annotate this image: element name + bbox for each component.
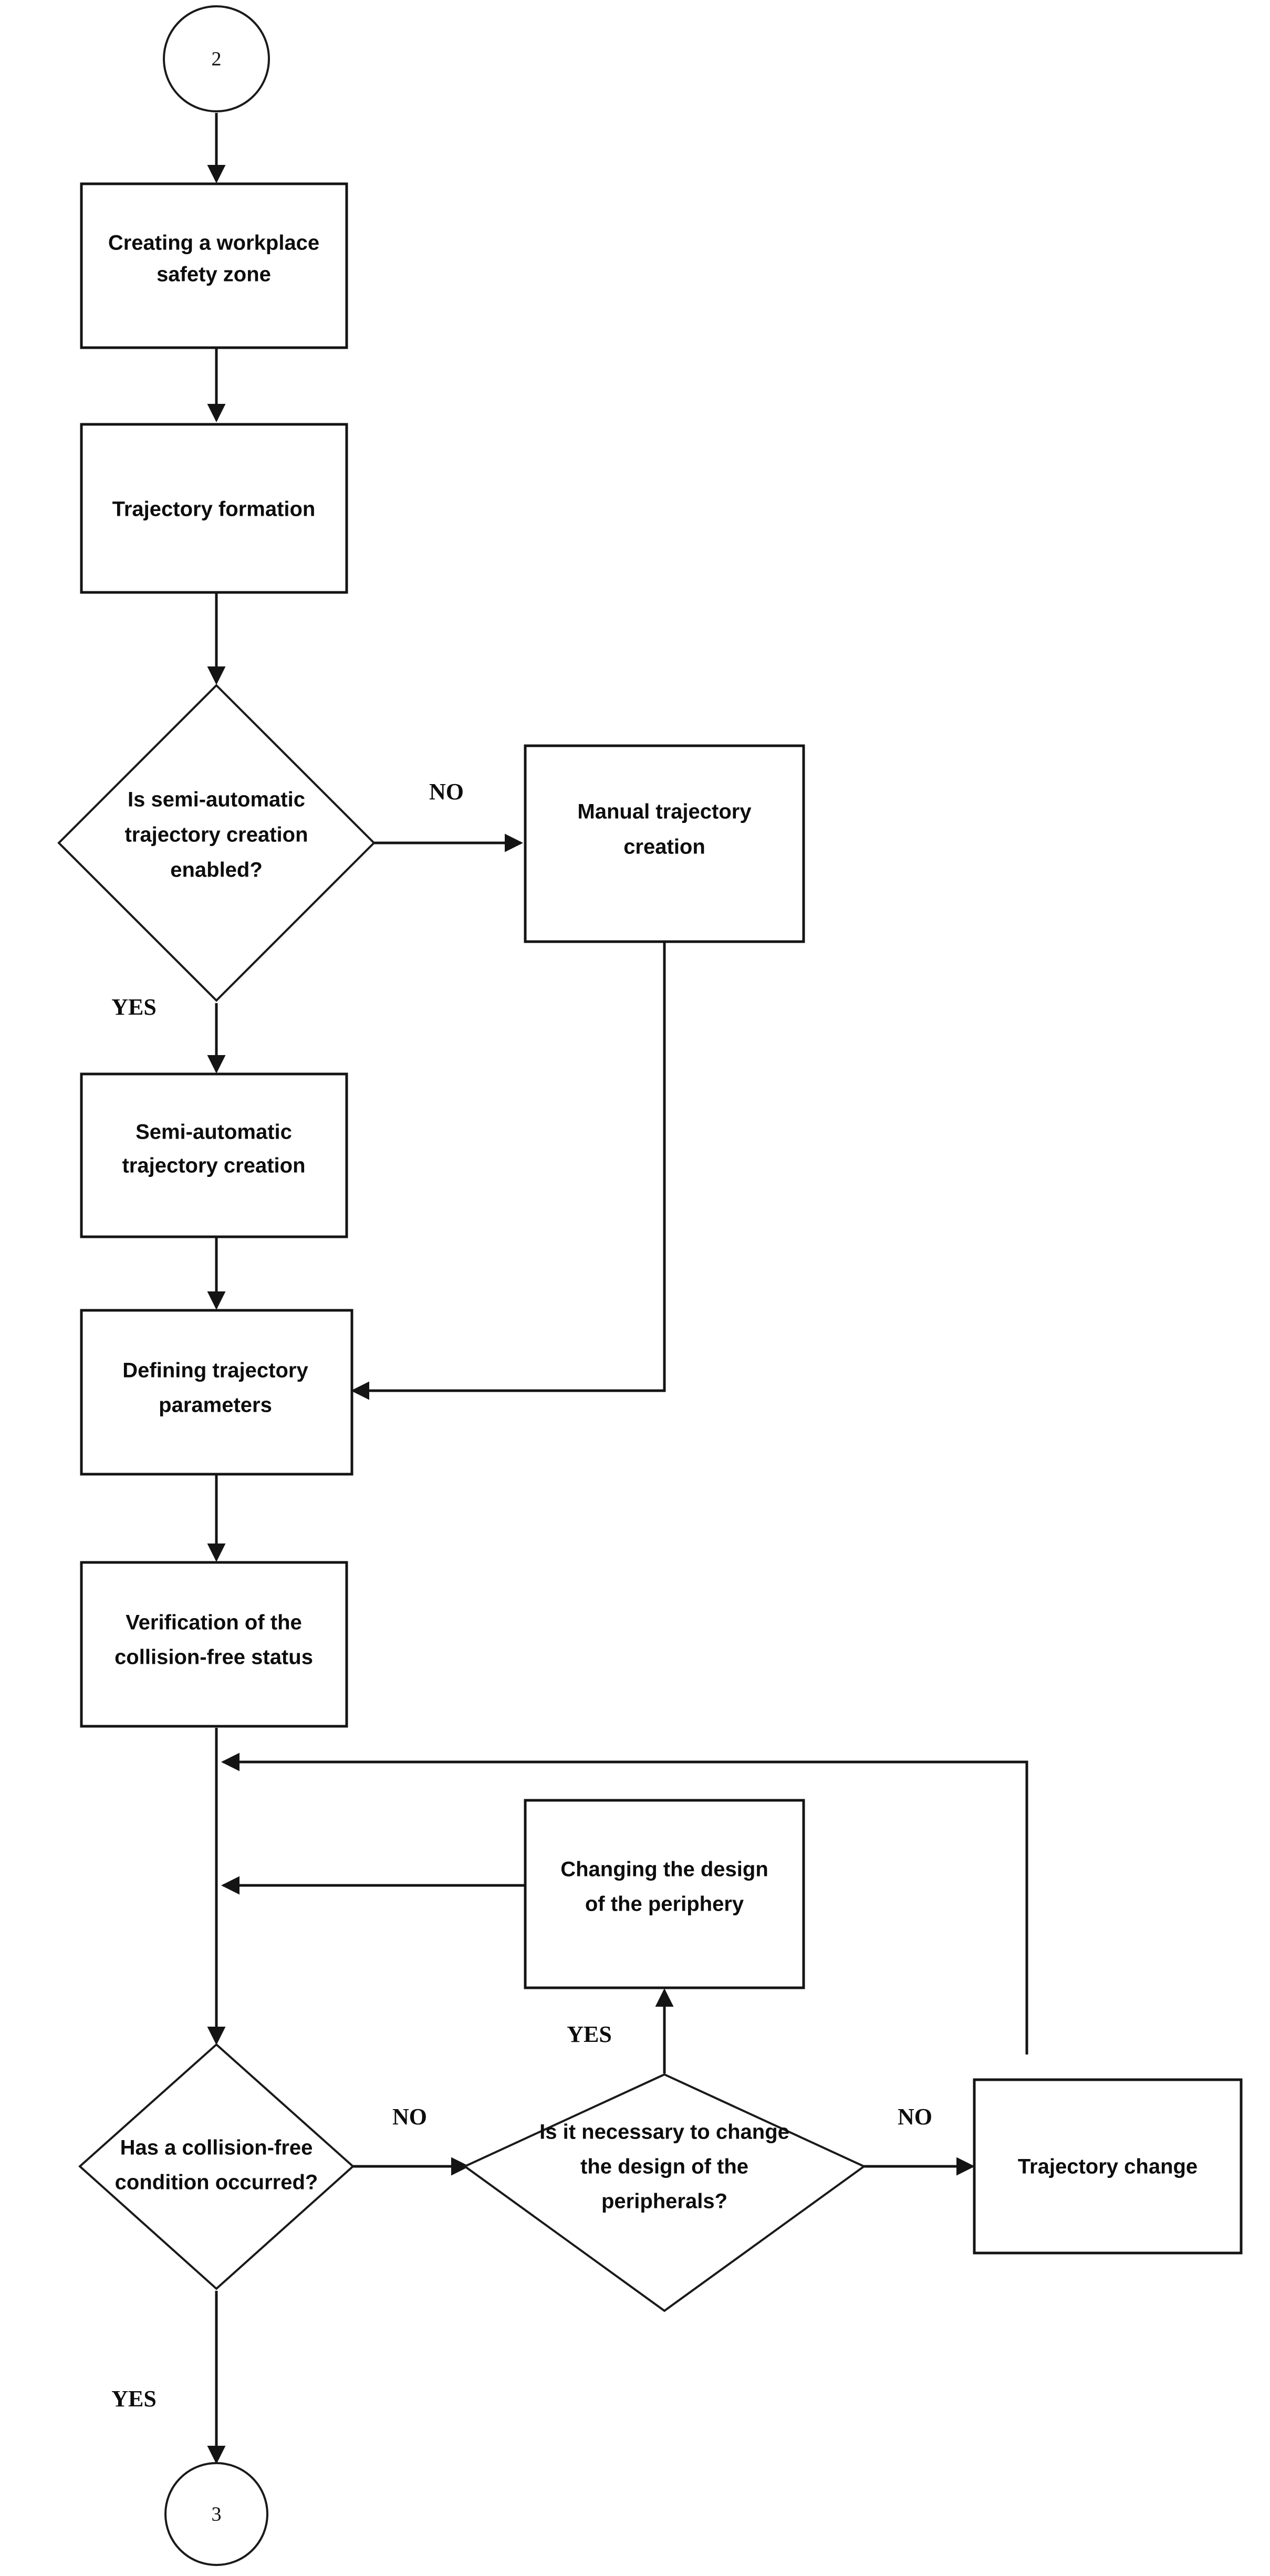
semi-auto-trajectory-creation-label-line2: trajectory creation	[122, 1154, 305, 1177]
exit-connector-label: 3	[212, 2504, 222, 2526]
node-collision-free-decision[interactable]: Has a collision-free condition occurred?	[78, 2043, 355, 2290]
defining-trajectory-parameters-label-line1: Defining trajectory	[122, 1359, 308, 1382]
node-trajectory-change[interactable]: Trajectory change	[973, 2078, 1243, 2255]
semi-auto-trajectory-creation-label-line1: Semi-automatic	[136, 1121, 292, 1144]
branch-label-peripherals-yes: YES	[567, 2021, 612, 2047]
node-change-peripherals-decision[interactable]: Is it necessary to change the design of …	[463, 2073, 866, 2312]
semi-auto-decision-label-line2: trajectory creation	[124, 823, 308, 847]
node-changing-periphery-design[interactable]: Changing the design of the periphery	[524, 1799, 805, 1989]
collision-free-decision-label-line2: condition occurred?	[115, 2171, 318, 2194]
branch-label-peripherals-no: NO	[898, 2104, 932, 2130]
changing-periphery-design-label-line2: of the periphery	[585, 1893, 744, 1916]
defining-trajectory-parameters-label-line2: parameters	[159, 1394, 272, 1417]
collision-free-decision-label-line1: Has a collision-free	[120, 2136, 313, 2160]
node-semi-auto-trajectory-creation[interactable]: Semi-automatic trajectory creation	[80, 1072, 348, 1238]
create-safety-zone-label-line2: safety zone	[157, 263, 271, 286]
branch-label-collision-free-yes: YES	[111, 2386, 157, 2412]
edge-trajectory-change-feedback	[221, 1753, 1028, 2054]
manual-trajectory-creation-label-line1: Manual trajectory	[577, 800, 752, 823]
change-peripherals-decision-label-line2: the design of the	[580, 2155, 748, 2178]
trajectory-change-label-line1: Trajectory change	[1018, 2155, 1198, 2178]
branch-label-semi-auto-yes: YES	[111, 994, 157, 1020]
node-verification-collision-free[interactable]: Verification of the collision-free statu…	[80, 1561, 348, 1728]
create-safety-zone-label-line1: Creating a workplace	[108, 232, 319, 255]
change-peripherals-decision-label-line3: peripherals?	[601, 2190, 727, 2213]
verification-collision-free-label-line1: Verification of the	[126, 1611, 302, 1634]
node-exit-connector[interactable]: 3	[164, 2462, 268, 2566]
node-defining-trajectory-parameters[interactable]: Defining trajectory parameters	[80, 1309, 353, 1476]
branch-label-collision-free-no: NO	[392, 2104, 427, 2130]
branch-label-semi-auto-no: NO	[429, 779, 464, 805]
node-manual-trajectory-creation[interactable]: Manual trajectory creation	[524, 744, 805, 943]
edge-layer	[207, 113, 1028, 2465]
node-create-safety-zone[interactable]: Creating a workplace safety zone	[80, 182, 348, 349]
edge-manual-creation-to-defining-parameters	[350, 942, 666, 1400]
node-trajectory-formation[interactable]: Trajectory formation	[80, 423, 348, 594]
semi-auto-decision-label-line1: Is semi-automatic	[128, 788, 305, 811]
change-peripherals-decision-label-line1: Is it necessary to change	[539, 2121, 789, 2144]
verification-collision-free-label-line2: collision-free status	[114, 1646, 313, 1669]
node-semi-auto-decision[interactable]: Is semi-automatic trajectory creation en…	[57, 684, 376, 1002]
changing-periphery-design-label-line1: Changing the design	[560, 1858, 768, 1881]
trajectory-formation-label-line1: Trajectory formation	[112, 498, 316, 521]
manual-trajectory-creation-label-line2: creation	[623, 836, 705, 859]
semi-auto-decision-label-line3: enabled?	[170, 859, 263, 882]
entry-connector-label: 2	[212, 48, 222, 70]
node-entry-connector[interactable]: 2	[163, 5, 270, 112]
